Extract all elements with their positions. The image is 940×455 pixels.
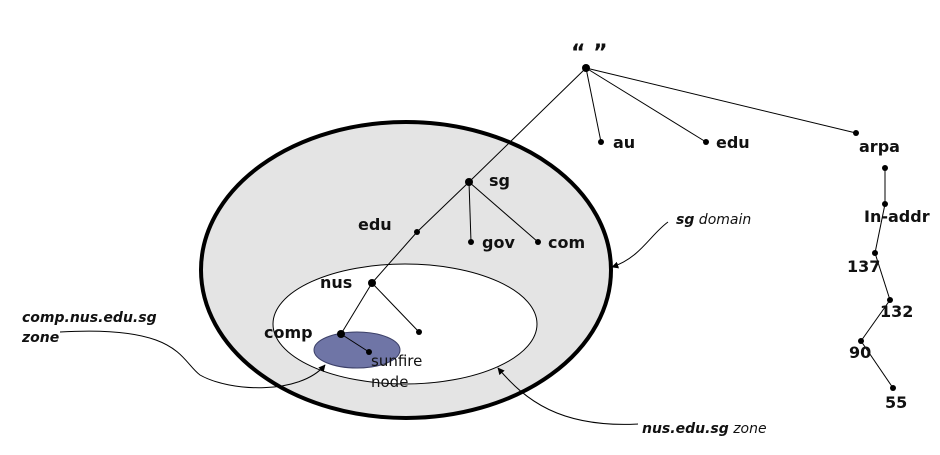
node-dot-in-addr — [882, 201, 888, 207]
callout-sg-domain-rest: domain — [694, 212, 751, 228]
label-90: 90 — [849, 343, 871, 362]
node-dot-sibling — [416, 329, 422, 335]
callout-sg-domain-bold: sg — [676, 212, 694, 228]
label-137: 137 — [847, 257, 880, 276]
label-55: 55 — [885, 393, 907, 412]
node-dot-edu-sg — [414, 229, 420, 235]
node-dot-sg — [465, 178, 473, 186]
label-edu-top: edu — [716, 133, 750, 152]
node-dot-90 — [858, 338, 864, 344]
label-comp: comp — [264, 323, 313, 342]
label-sunfire-2: node — [371, 373, 408, 391]
node-dot-comp — [337, 330, 345, 338]
callout-nus-zone: nus.edu.sg zone — [642, 421, 767, 437]
node-dot-132 — [887, 297, 893, 303]
callout-sg-domain: sg domain — [676, 212, 751, 228]
label-132: 132 — [880, 302, 913, 321]
node-dot-in-addr-top — [882, 165, 888, 171]
label-root: “ ” — [571, 41, 608, 66]
arrow-nus-zone — [497, 367, 639, 425]
label-sg: sg — [489, 171, 510, 190]
node-dot-137 — [872, 250, 878, 256]
label-edu-sg: edu — [358, 215, 392, 234]
node-dot-au — [598, 139, 604, 145]
node-dot-55 — [890, 385, 896, 391]
callout-nus-zone-bold: nus.edu.sg — [642, 421, 729, 437]
callout-nus-zone-rest: zone — [729, 421, 767, 437]
label-gov: gov — [482, 233, 515, 252]
label-sunfire-1: sunfire — [371, 352, 422, 370]
tree-nodes — [337, 64, 896, 391]
node-dot-nus — [368, 279, 376, 287]
arrow-sg-domain — [611, 221, 669, 269]
label-com: com — [548, 233, 585, 252]
node-dot-gov — [468, 239, 474, 245]
label-arpa: arpa — [859, 137, 900, 156]
node-dot-sunfire — [366, 349, 372, 355]
comp-zone-ellipse — [313, 331, 401, 369]
label-in-addr: In-addr — [864, 207, 930, 226]
node-dot-arpa — [853, 130, 859, 136]
callout-comp-zone-line1: comp.nus.edu.sg — [22, 310, 157, 326]
node-dot-com — [535, 239, 541, 245]
label-nus: nus — [320, 273, 352, 292]
callout-comp-zone-line2: zone — [21, 330, 59, 346]
tree-edges — [340, 67, 894, 389]
label-au: au — [613, 133, 635, 152]
node-dot-edu-top — [703, 139, 709, 145]
arrow-comp-zone — [59, 330, 326, 389]
node-dot-root — [582, 64, 590, 72]
